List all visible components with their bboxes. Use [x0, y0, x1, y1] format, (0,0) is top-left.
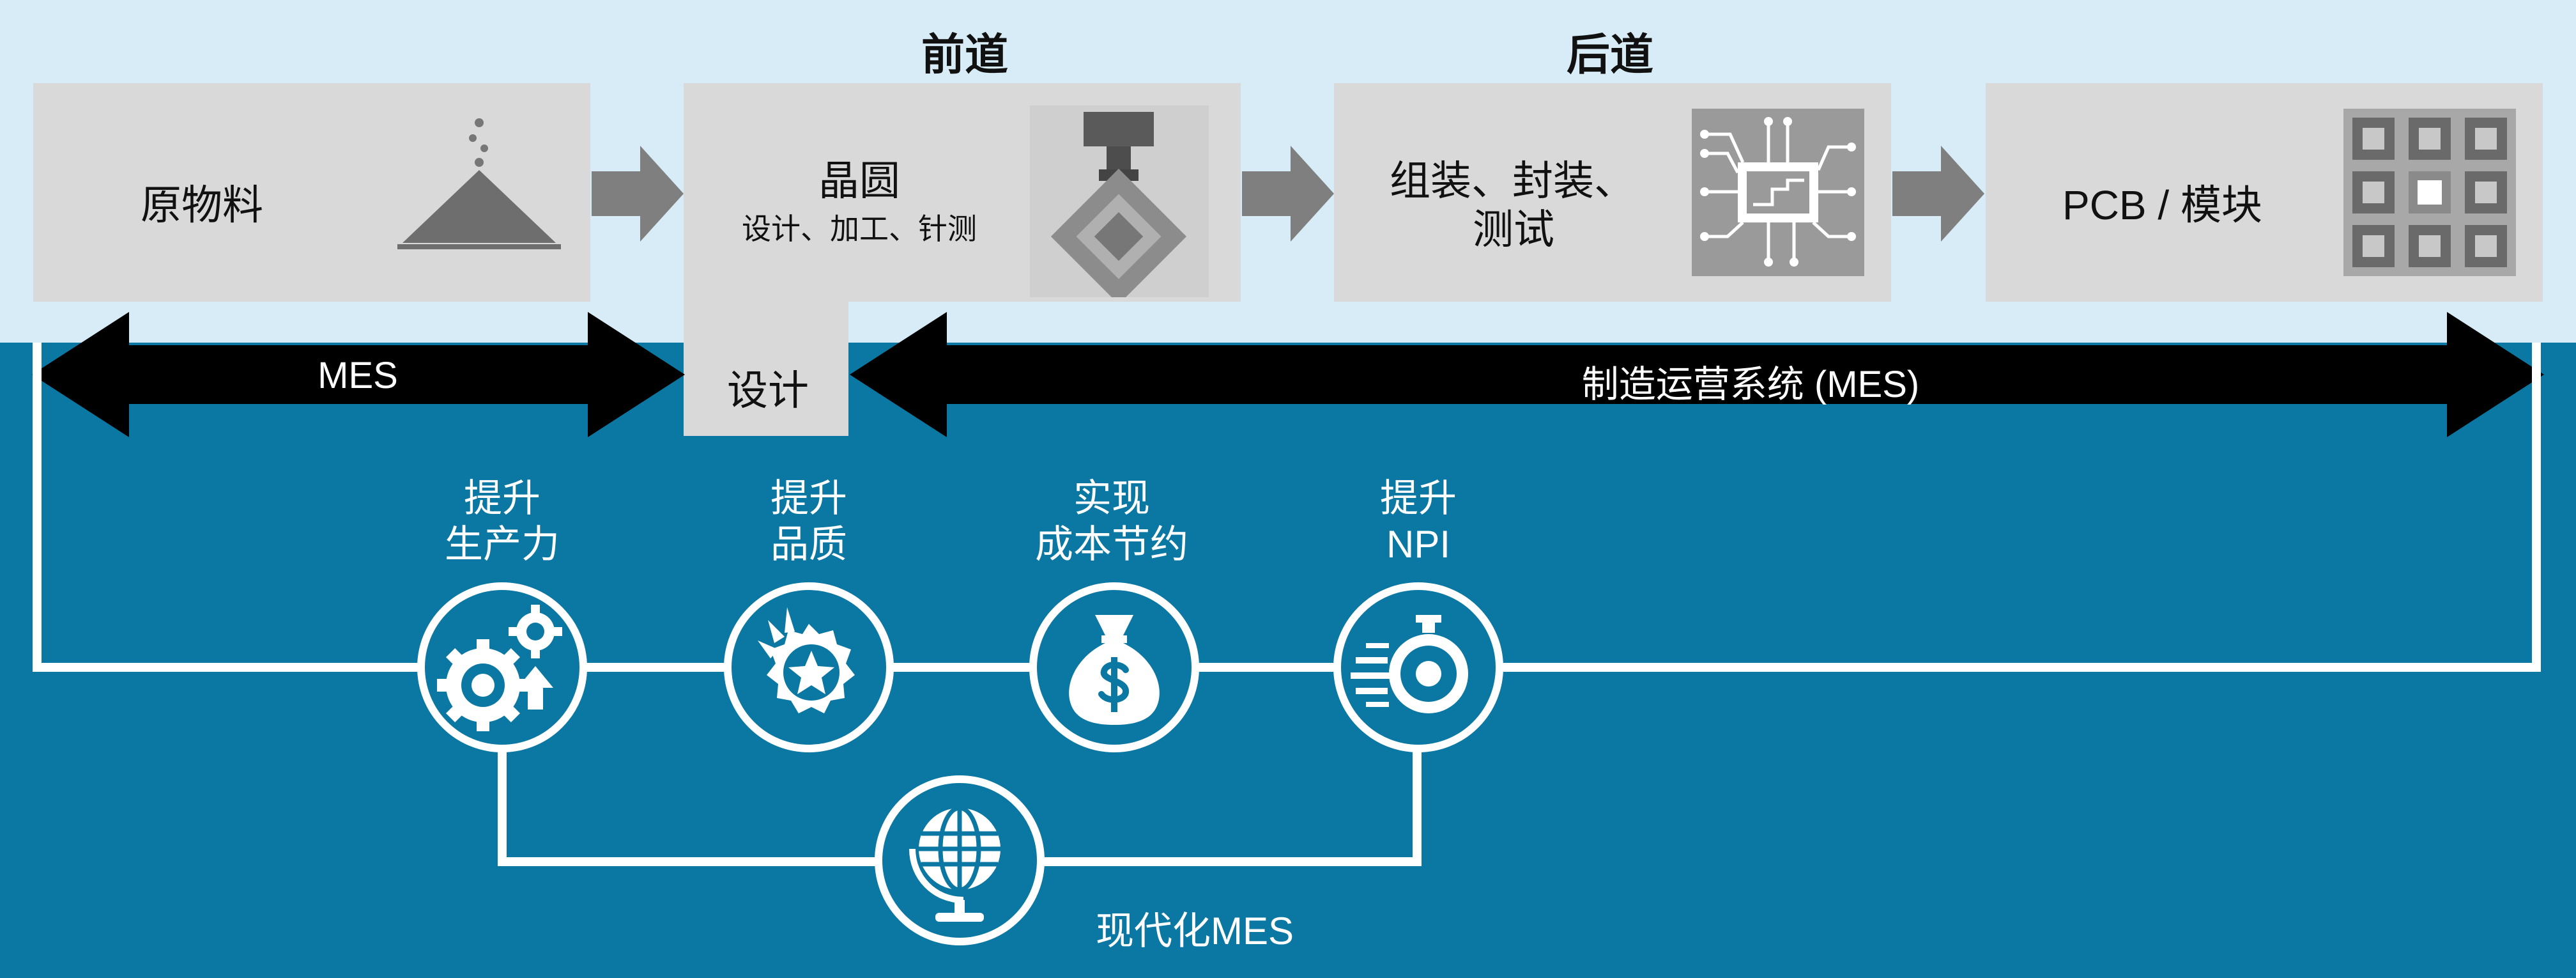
material-pile-icon — [397, 118, 561, 249]
assembly-label-line2: 测试 — [1473, 206, 1554, 252]
benefit-cost-line1: 实现 — [1073, 477, 1150, 520]
money-bag-icon — [1029, 582, 1199, 752]
wafer-subtitle: 设计、加工、针测 — [742, 212, 977, 245]
assembly-label-line1: 组装、封装、 — [1390, 158, 1635, 204]
benefit-npi-line1: 提升 — [1380, 477, 1457, 520]
benefit-productivity-line1: 提升 — [464, 477, 540, 520]
mes-arrow-label: MES — [318, 355, 398, 396]
wafer-chip-icon — [1030, 105, 1209, 297]
design-box — [684, 300, 848, 436]
globe-icon — [875, 775, 1045, 945]
pcb-module-label: PCB / 模块 — [2062, 182, 2262, 228]
gears-up-icon — [417, 582, 587, 752]
benefit-cost-label: 实现 成本节约 — [997, 476, 1227, 568]
wafer-title: 晶圆 — [818, 158, 900, 204]
connector-lines — [33, 343, 2541, 866]
flow-arrow-1 — [592, 146, 684, 242]
benefit-cost-line2: 成本节约 — [1035, 523, 1188, 566]
benefit-productivity-label: 提升 生产力 — [400, 476, 604, 568]
mes-double-arrow — [32, 312, 685, 437]
circuit-board-icon — [1692, 109, 1864, 276]
stopwatch-icon — [1333, 582, 1503, 752]
module-grid-icon — [2343, 109, 2516, 276]
quality-badge-icon — [724, 582, 894, 752]
design-label: 设计 — [727, 368, 809, 414]
benefit-quality-label: 提升 品质 — [707, 476, 911, 568]
back-end-label: 后道 — [1566, 31, 1653, 79]
modern-mes-label: 现代化MES — [1095, 910, 1294, 952]
raw-material-label: 原物料 — [141, 182, 263, 228]
flow-arrow-3 — [1892, 146, 1984, 242]
mes-system-arrow-label: 制造运营系统 (MES) — [1581, 364, 1920, 405]
benefit-quality-line2: 品质 — [770, 523, 847, 566]
benefit-quality-line1: 提升 — [770, 477, 847, 520]
manufacturing-ops-double-arrow — [850, 312, 2544, 437]
benefit-productivity-line2: 生产力 — [445, 523, 560, 566]
benefit-npi-line2: NPI — [1386, 523, 1451, 566]
benefit-npi-label: 提升 NPI — [1316, 476, 1521, 568]
flow-arrow-2 — [1242, 146, 1334, 242]
front-end-label: 前道 — [921, 31, 1008, 79]
